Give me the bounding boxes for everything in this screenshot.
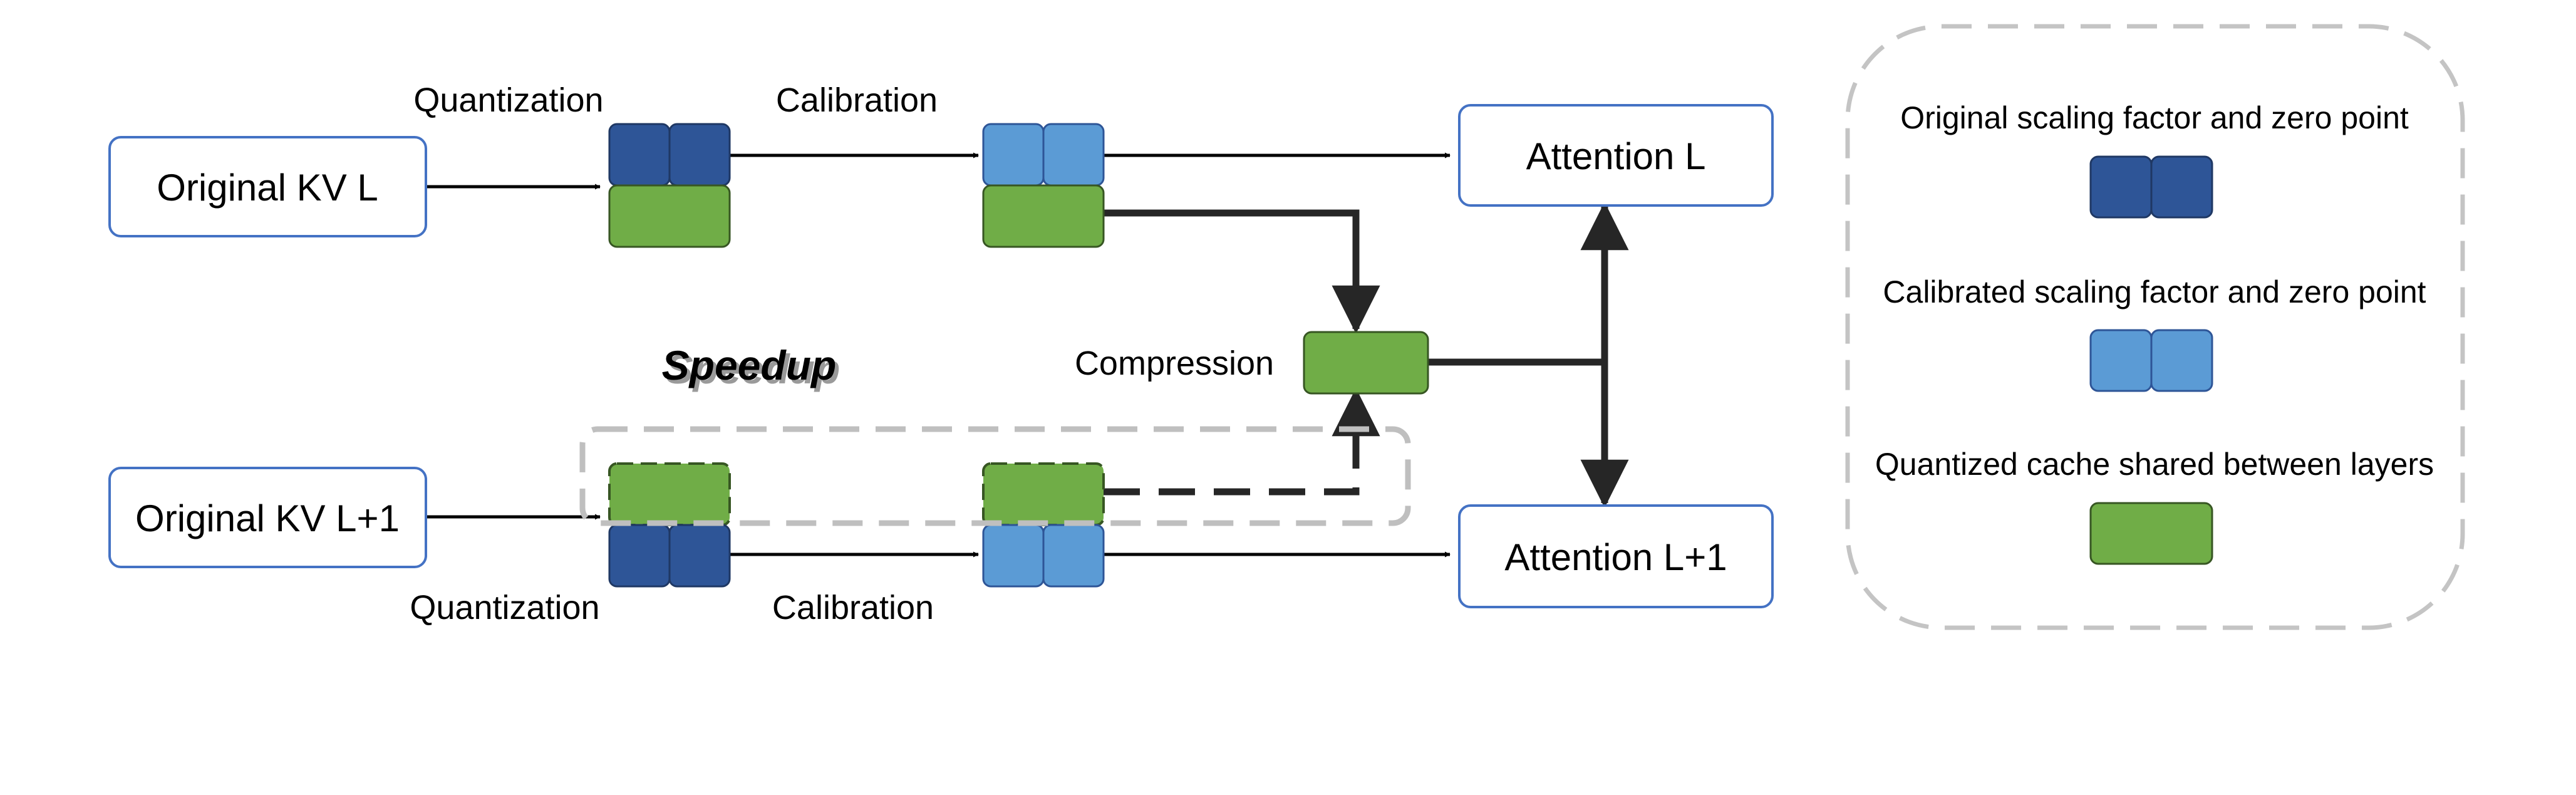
legend-dark-blue-cell bbox=[2089, 155, 2153, 219]
node-attention-l1: Attention L+1 bbox=[1458, 504, 1774, 608]
compression-block bbox=[1303, 331, 1429, 395]
node-attention-l1-label: Attention L+1 bbox=[1504, 536, 1727, 578]
calibration-label-bottom: Calibration bbox=[772, 589, 934, 626]
legend-item-label: Original scaling factor and zero point bbox=[1900, 100, 2409, 135]
node-original-kv-l-label: Original KV L bbox=[157, 167, 378, 209]
node-original-kv-l1: Original KV L+1 bbox=[108, 467, 427, 568]
connectors bbox=[426, 152, 1629, 558]
node-original-kv-l1-label: Original KV L+1 bbox=[135, 497, 400, 539]
legend-green-block bbox=[2089, 502, 2213, 565]
node-original-kv-l: Original KV L bbox=[108, 136, 427, 237]
legend-light-blue-cell bbox=[2150, 329, 2213, 392]
green-cell bbox=[608, 184, 731, 248]
speedup-label-shadow: Speedup bbox=[666, 346, 841, 392]
quantization-label-top: Quantization bbox=[413, 81, 603, 119]
quantization-label-bottom: Quantization bbox=[410, 589, 599, 626]
calibration-label-top: Calibration bbox=[776, 81, 938, 119]
legend-dark-blue-cell bbox=[2150, 155, 2213, 219]
light-blue-cell bbox=[1042, 123, 1105, 187]
speedup-label: Speedup bbox=[662, 342, 837, 388]
light-blue-cell bbox=[982, 123, 1045, 187]
node-attention-l: Attention L bbox=[1458, 104, 1774, 207]
arrow-calib-bottom-to-compression bbox=[1104, 388, 1380, 496]
legend-item-label: Quantized cache shared between layers bbox=[1875, 447, 2434, 482]
green-cell bbox=[982, 184, 1105, 248]
speedup-region bbox=[579, 426, 1411, 526]
legend-item-label: Calibrated scaling factor and zero point bbox=[1883, 274, 2426, 309]
light-blue-cell bbox=[982, 524, 1045, 588]
calib-block-bottom bbox=[982, 462, 1105, 588]
quant-block-top bbox=[608, 123, 731, 248]
quant-block-bottom bbox=[608, 462, 731, 588]
dark-blue-cell bbox=[608, 524, 671, 588]
legend-border bbox=[1845, 24, 2465, 630]
dark-blue-cell bbox=[668, 524, 731, 588]
compression-label: Compression bbox=[1075, 345, 1274, 382]
green-cell-dashed bbox=[608, 462, 731, 526]
green-cell-dashed bbox=[982, 462, 1105, 526]
arrow-calib-top-to-compression bbox=[1104, 209, 1380, 334]
calib-block-top bbox=[982, 123, 1105, 248]
dark-blue-cell bbox=[668, 123, 731, 187]
legend: Original scaling factor and zero point C… bbox=[1845, 24, 2465, 630]
dark-blue-cell bbox=[608, 123, 671, 187]
light-blue-cell bbox=[1042, 524, 1105, 588]
node-attention-l-label: Attention L bbox=[1526, 135, 1706, 177]
legend-light-blue-cell bbox=[2089, 329, 2153, 392]
